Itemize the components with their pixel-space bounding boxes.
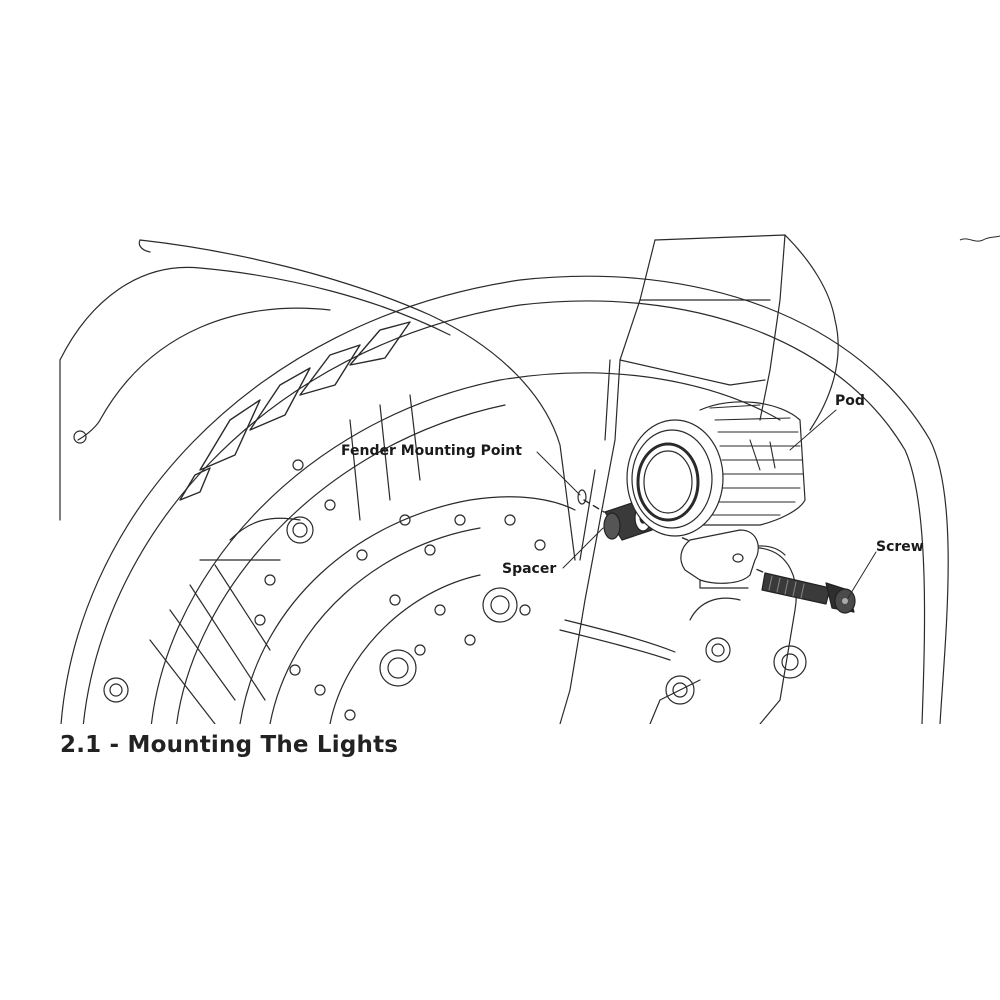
screw-part [761,572,856,614]
leader-lines [536,409,877,599]
label-pod: Pod [835,393,865,409]
edge-mark [959,235,1000,242]
label-screw: Screw [876,539,924,555]
wheel-spokes [149,394,421,724]
fork-leg [559,234,839,724]
front-fender [59,239,576,561]
pod-light [626,401,806,589]
figure-caption: 2.1 - Mounting The Lights [60,732,399,758]
label-spacer: Spacer [502,561,557,577]
tire [60,275,949,724]
fender-mounting-hole [577,489,587,505]
label-fender-mounting-point: Fender Mounting Point [341,443,522,459]
brake-disc [103,459,576,724]
